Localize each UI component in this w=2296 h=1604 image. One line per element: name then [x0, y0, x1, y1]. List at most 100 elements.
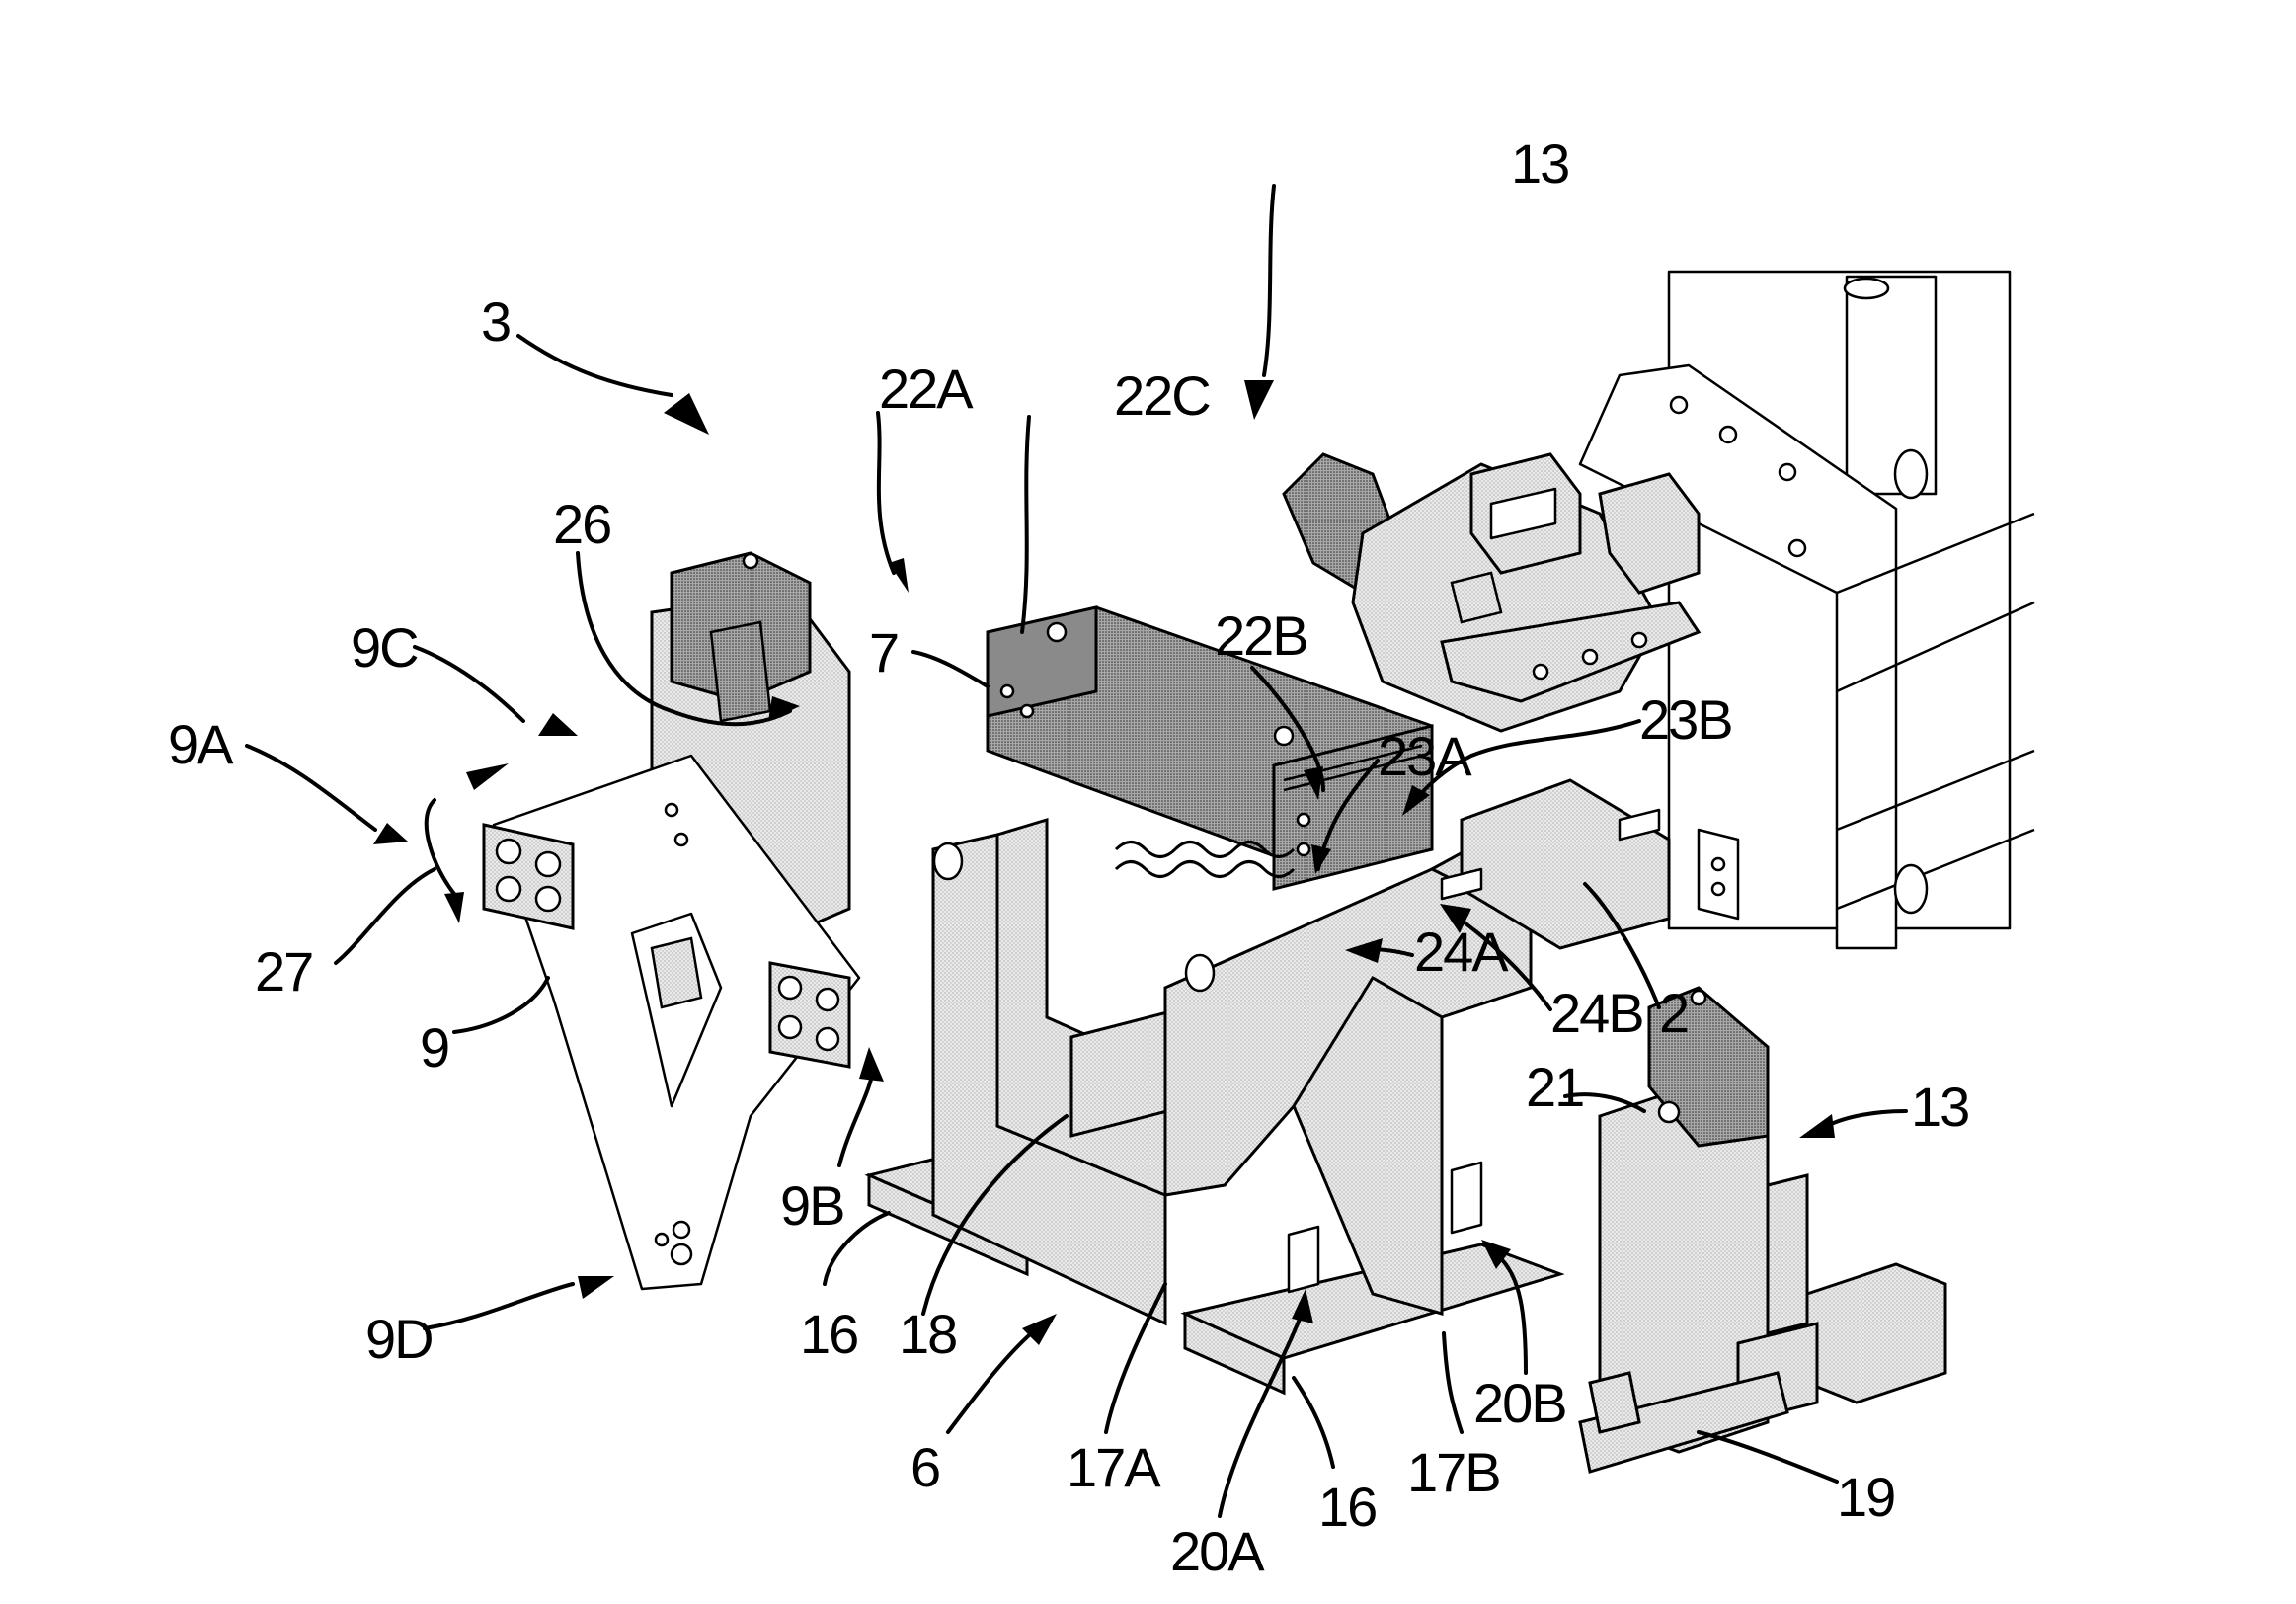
ref-6: 6: [910, 1436, 939, 1498]
clip-20B: [1450, 1161, 1483, 1235]
plate-hole: [672, 1220, 691, 1240]
arrowhead-24B: [1440, 904, 1471, 933]
plate-hole: [654, 1232, 670, 1247]
ref-13-top: 13: [1511, 132, 1568, 195]
mounting-bracket-19: [1578, 1371, 1789, 1474]
ref-22A: 22A: [879, 358, 974, 420]
frame-hole: [1710, 856, 1726, 872]
actuator-top-head: [1647, 986, 1770, 1148]
top-bolt: [1690, 989, 1707, 1006]
frame-hole: [1669, 395, 1689, 415]
pad-hole: [815, 1026, 840, 1052]
mount-hole: [1581, 648, 1599, 666]
connector-port: [1489, 487, 1557, 540]
leader-16-bottom: [1292, 1376, 1335, 1469]
leader-9A: [245, 744, 377, 832]
leader-27-arc: [424, 798, 456, 896]
ref-21: 21: [1526, 1056, 1583, 1118]
leader-20A: [1218, 1307, 1306, 1518]
arrowhead-9B: [859, 1047, 884, 1082]
arrowhead-23B: [1402, 785, 1430, 816]
frame-port: [1893, 863, 1929, 915]
frame-edge: [1836, 512, 2035, 595]
leader-20B: [1494, 1252, 1528, 1375]
leader-17B: [1442, 1331, 1464, 1434]
arrowhead-13-top: [1244, 380, 1274, 420]
arrowhead-27-down: [444, 892, 464, 923]
coupling-21: [1657, 1100, 1681, 1124]
pad-hole: [815, 987, 840, 1012]
ref-20B: 20B: [1473, 1372, 1566, 1434]
ref-17A: 17A: [1067, 1436, 1161, 1498]
ref-17B: 17B: [1407, 1441, 1500, 1503]
ref-22B: 22B: [1215, 604, 1307, 667]
ref-20A: 20A: [1170, 1520, 1265, 1582]
ref-9B: 9B: [780, 1174, 844, 1237]
leader-3: [516, 334, 673, 397]
leader-9D: [423, 1282, 575, 1330]
actuator-face-plate: [1450, 571, 1503, 624]
arrowhead-9D: [578, 1276, 614, 1299]
leader-7: [911, 650, 990, 688]
ref-22C: 22C: [1114, 364, 1210, 427]
actuator-unit-top: [1282, 452, 1702, 733]
actuator-valve: [1766, 1173, 1809, 1335]
ref-9A: 9A: [168, 713, 234, 775]
arrowhead-23A: [1311, 844, 1331, 874]
ref-16-bottom: 16: [1318, 1476, 1376, 1538]
frame-top-block: [1845, 275, 1938, 496]
head-hole: [1296, 842, 1311, 857]
frame-small-plate: [1697, 828, 1740, 921]
pad-hole: [495, 875, 522, 903]
pivot-pin: [1184, 953, 1216, 993]
ref-27: 27: [255, 940, 312, 1002]
leader-23B: [1405, 719, 1641, 812]
leader-16-left: [823, 1211, 891, 1286]
head-bolt: [1273, 725, 1295, 747]
leader-22A: [876, 411, 896, 575]
ref-26: 26: [553, 493, 610, 555]
leader-17A: [1104, 1282, 1167, 1434]
leader-26: [576, 551, 792, 727]
leader-19: [1697, 1430, 1839, 1484]
head-bolt: [1046, 621, 1068, 643]
frame-edge: [1836, 828, 2035, 911]
ref-2: 2: [1659, 982, 1688, 1044]
leader-22C: [1020, 415, 1031, 634]
leader-13-bottom: [1825, 1109, 1908, 1128]
reference-numerals: 3 26 9C 9A 27 9 9B 9D 22A 22C 7 22B 13 2…: [168, 132, 1970, 1582]
actuator-motor: [1598, 472, 1701, 595]
pivot-pin: [932, 842, 964, 881]
frame-edge: [1836, 749, 2035, 832]
ref-7: 7: [869, 621, 898, 683]
gripper-jaw: [709, 620, 772, 723]
arrowhead-9C: [538, 713, 578, 736]
frame-bolt: [1843, 277, 1890, 300]
ref-23B: 23B: [1639, 688, 1732, 751]
ref-13-bottom: 13: [1911, 1076, 1968, 1138]
leader-9C: [413, 645, 525, 723]
base-rail-bottom-side: [1183, 1311, 1286, 1396]
ref-16-left: 16: [800, 1303, 857, 1365]
arrowhead-3: [664, 393, 709, 435]
frame-edge: [1836, 601, 2035, 693]
frame-hole: [1710, 881, 1726, 897]
frame-flange: [1578, 363, 1898, 950]
pad-hole: [777, 975, 803, 1001]
spring: [1114, 860, 1296, 878]
plate-hole: [673, 832, 689, 847]
leader-9: [452, 976, 550, 1034]
arrowhead-9A: [373, 823, 408, 844]
frame-hole: [1787, 538, 1807, 558]
clip-20A: [1287, 1225, 1320, 1294]
leader-13-top: [1262, 184, 1276, 377]
frame-hole: [1778, 462, 1797, 482]
bracket-end-block: [1588, 1371, 1641, 1434]
leader-2: [1583, 882, 1661, 1009]
groove-23A: [1440, 867, 1483, 901]
ref-9C: 9C: [351, 616, 418, 679]
plate-hole: [664, 802, 679, 818]
head-hole: [1296, 812, 1311, 828]
pad-hole: [495, 838, 522, 865]
